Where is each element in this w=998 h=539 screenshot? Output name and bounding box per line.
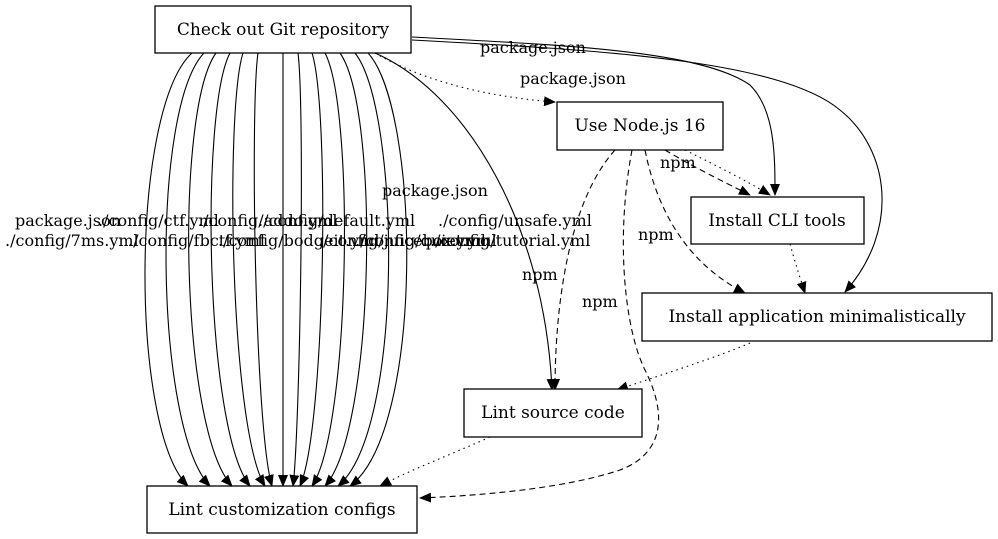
edge-configs-6 (253, 52, 274, 487)
edge-label-config-fbctf: ./config/fbctf.yml (128, 231, 265, 250)
edge-label-npm-cli: npm (660, 153, 696, 172)
node-lint-customization-configs[interactable]: Lint customization configs (146, 485, 418, 534)
edge-configs-10 (311, 52, 345, 487)
node-lint-source-code-label: Lint source code (481, 403, 625, 423)
edge-label-config-juicebox: ./config/juicebox.yml (318, 231, 486, 250)
edge-label-npm-lint-configs: npm (582, 292, 618, 311)
edge-checkout-to-install-app (411, 39, 883, 293)
edges-checkout-to-lint-configs (144, 52, 408, 487)
edge-label-package-json-left: package.json (15, 211, 121, 230)
node-install-application-label: Install application minimalistically (668, 307, 966, 327)
node-install-cli-tools[interactable]: Install CLI tools (690, 196, 865, 245)
edge-node16-to-lint-source (550, 149, 616, 391)
node-use-node16-label: Use Node.js 16 (574, 116, 705, 136)
edge-configs-8 (289, 52, 302, 487)
node-install-application[interactable]: Install application minimalistically (641, 292, 993, 342)
edge-checkout-to-node16 (374, 52, 556, 107)
edge-label-npm-app: npm (638, 225, 674, 244)
node-install-cli-tools-label: Install CLI tools (708, 211, 846, 231)
edge-label-config-bodgeit: ./config/bodgeit.yml (218, 231, 379, 250)
node-use-node16[interactable]: Use Node.js 16 (556, 101, 724, 151)
edge-checkout-to-lint-source (374, 52, 557, 391)
edge-checkout-to-cli (411, 36, 780, 196)
edge-labels: package.json package.json package.json p… (5, 38, 696, 311)
edge-label-package-json-node16: package.json (520, 69, 626, 88)
edge-node16-to-install-app (644, 149, 746, 294)
edge-configs-12 (337, 52, 390, 487)
node-lint-source-code[interactable]: Lint source code (463, 388, 643, 438)
edge-cli-to-install-app (789, 243, 807, 294)
edge-lint-source-to-lint-configs (379, 436, 491, 487)
edge-label-npm-lint-source: npm (522, 265, 558, 284)
edge-configs-3 (188, 52, 233, 487)
edge-label-config-default: ./config/default.yml (258, 211, 415, 230)
edge-configs-2 (165, 52, 211, 487)
edge-configs-1 (144, 52, 193, 487)
edge-configs-9 (299, 52, 324, 487)
node-checkout-label: Check out Git repository (177, 20, 390, 40)
edge-label-package-json-mid: package.json (382, 181, 488, 200)
edge-configs-13 (349, 52, 408, 487)
edge-label-config-ctf: ./config/ctf.yml (98, 211, 219, 230)
edge-label-config-tutorial: ./config/tutorial.yml (430, 231, 590, 250)
edge-label-config-unsafe: ./config/unsafe.yml (438, 211, 592, 230)
node-checkout[interactable]: Check out Git repository (154, 5, 412, 54)
edge-label-config-addo: ./config/addo.yml (198, 211, 337, 230)
node-lint-customization-configs-label: Lint customization configs (168, 500, 395, 520)
edge-label-package-json-top: package.json (480, 38, 586, 57)
edge-configs-11 (324, 52, 368, 487)
edge-label-config-7ms: ./config/7ms.yml (5, 231, 139, 250)
edge-configs-4 (210, 52, 251, 487)
edge-label-config-quiet: ./config/quiet.yml (355, 231, 497, 250)
edge-configs-5 (232, 52, 266, 487)
edge-node16-to-cli-dotted (684, 149, 771, 196)
edge-node16-to-lint-configs (419, 149, 660, 503)
